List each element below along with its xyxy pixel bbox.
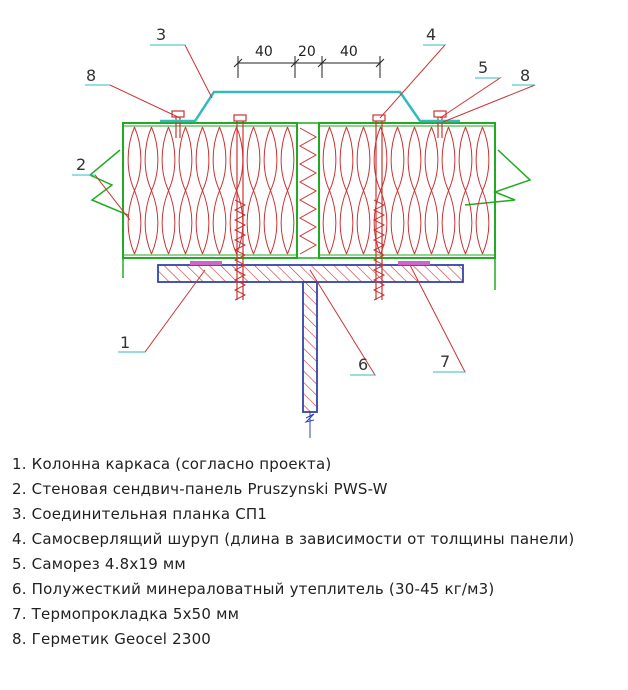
break-line-right [464, 149, 532, 206]
self-drilling-screw-left [233, 114, 247, 301]
legend-item-6: 6. Полужесткий минераловатный утеплитель… [12, 580, 495, 598]
panel-extension-lines [122, 258, 496, 290]
callout-3: 3 [156, 25, 166, 44]
dimension-label-1: 40 [255, 44, 273, 60]
insulation-fibre [407, 126, 422, 255]
insulation-fibre [390, 126, 405, 255]
panel-insulation-right [322, 126, 490, 255]
insulation-fibre [356, 126, 371, 255]
insulation-fibre [161, 126, 176, 255]
legend-item-8: 8. Герметик Geocel 2300 [12, 630, 212, 648]
insulation-fibre [263, 126, 278, 255]
insulation-fibre [127, 126, 142, 255]
insulation-fibre [322, 126, 337, 255]
legend-item-1: 1. Колонна каркаса (согласно проекта) [12, 455, 332, 473]
break-line-left [88, 149, 129, 216]
legend-item-2: 2. Стеновая сендвич-панель Pruszynski PW… [12, 480, 388, 498]
column-t-section [157, 264, 464, 438]
legend-item-5: 5. Саморез 4.8х19 мм [12, 555, 186, 573]
callout-8-right: 8 [520, 66, 530, 85]
sandwich-panel-right [318, 122, 496, 259]
insulation-fibre [280, 126, 295, 255]
dimension-line [233, 56, 385, 78]
insulation-fibre [441, 126, 456, 255]
callout-7: 7 [440, 352, 450, 371]
insulation-fibre [373, 126, 388, 255]
joint-detail-drawing: 40 20 40 3 8 2 1 4 5 8 6 7 [72, 25, 536, 438]
insulation-fibre [424, 126, 439, 255]
insulation-fibre [458, 126, 473, 255]
insulation-fibre [178, 126, 193, 255]
insulation-fibre [195, 126, 210, 255]
legend-list: 1. Колонна каркаса (согласно проекта) 2.… [12, 452, 574, 652]
thermal-pad-left [190, 261, 222, 265]
leader-underlines [72, 44, 535, 376]
thermal-pad-right [398, 261, 430, 265]
legend-item-7: 7. Термопрокладка 5х50 мм [12, 605, 240, 623]
callout-5: 5 [478, 58, 488, 77]
connecting-strip [160, 90, 460, 123]
callout-6: 6 [358, 355, 368, 374]
self-drilling-screw-right [372, 114, 386, 301]
callout-8-left: 8 [86, 66, 96, 85]
callout-1: 1 [120, 333, 130, 352]
callout-2: 2 [76, 155, 86, 174]
insulation-fibre [144, 126, 159, 255]
dimension-label-2: 20 [298, 44, 316, 60]
legend-item-3: 3. Соединительная планка СП1 [12, 505, 268, 523]
dimension-label-3: 40 [340, 44, 358, 60]
panel-insulation-left [127, 126, 295, 255]
insulation-fibre [339, 126, 354, 255]
insulation-fibre [246, 126, 261, 255]
joint-mineral-wool [296, 122, 320, 259]
legend-item-4: 4. Самосверлящий шуруп (длина в зависимо… [12, 530, 575, 548]
insulation-fibre [475, 126, 490, 255]
callout-4: 4 [426, 25, 436, 44]
insulation-fibre [212, 126, 227, 255]
